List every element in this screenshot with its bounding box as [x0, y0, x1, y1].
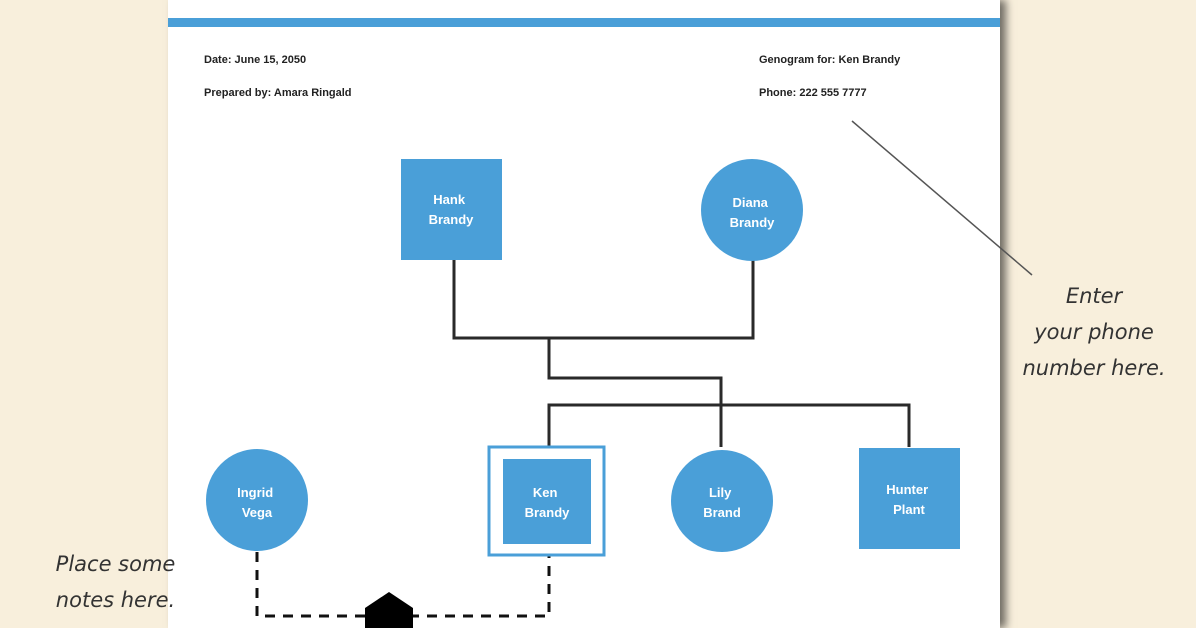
ken-last-name: Brandy — [525, 505, 571, 520]
phone-hint-line-3: number here. — [1022, 356, 1166, 380]
header-accent-bar — [168, 18, 1000, 27]
hank-first-name: Hank — [433, 192, 466, 207]
marriage-line — [452, 258, 755, 340]
annotation-pointer-line — [851, 120, 1033, 276]
person-diana-brandy — [701, 159, 803, 261]
person-hank-brandy — [401, 159, 502, 260]
svg-text:Hunter Plant: Hunter Plant — [886, 482, 932, 517]
genogram-for-text: Genogram for: Ken Brandy — [759, 54, 901, 66]
phone-hint-note: Enter your phone number here. — [996, 278, 1192, 386]
diana-last-name: Brandy — [730, 215, 776, 230]
svg-text:Lily Brand: Lily Brand — [703, 485, 741, 520]
phone-text: Phone: 222 555 7777 — [759, 87, 867, 99]
sibling-line — [547, 403, 911, 447]
svg-text:Diana Brandy: Diana Brandy — [730, 195, 776, 230]
person-ingrid-vega — [206, 449, 308, 551]
person-hunter-plant — [859, 448, 960, 549]
phone-hint-line-2: your phone — [1034, 320, 1154, 344]
hank-last-name: Brandy — [429, 212, 475, 227]
diana-first-name: Diana — [732, 195, 768, 210]
ken-first-name: Ken — [533, 485, 558, 500]
svg-text:Ken Brandy: Ken Brandy — [525, 485, 571, 520]
lily-last-name: Brand — [703, 505, 741, 520]
person-ken-brandy — [503, 459, 591, 544]
svg-text:Ingrid Vega: Ingrid Vega — [237, 485, 277, 520]
ingrid-first-name: Ingrid — [237, 485, 273, 500]
prepared-by-text: Prepared by: Amara Ringald — [204, 87, 352, 99]
descent-line — [547, 338, 723, 447]
relationship-lines — [452, 258, 911, 447]
date-text: Date: June 15, 2050 — [204, 54, 307, 66]
lily-first-name: Lily — [709, 485, 732, 500]
hunter-last-name: Plant — [893, 502, 925, 517]
phone-hint-line-1: Enter — [1065, 284, 1123, 308]
notes-hint-line-2: notes here. — [55, 588, 176, 612]
partnership-line-dashed — [255, 552, 551, 618]
notes-hint-line-1: Place some — [55, 552, 176, 576]
hunter-first-name: Hunter — [886, 482, 928, 497]
notes-hint-note: Place some notes here. — [28, 546, 203, 618]
ingrid-last-name: Vega — [242, 505, 273, 520]
svg-text:Hank Brandy: Hank Brandy — [429, 192, 475, 227]
house-icon — [365, 592, 413, 628]
person-lily-brand — [671, 450, 773, 552]
